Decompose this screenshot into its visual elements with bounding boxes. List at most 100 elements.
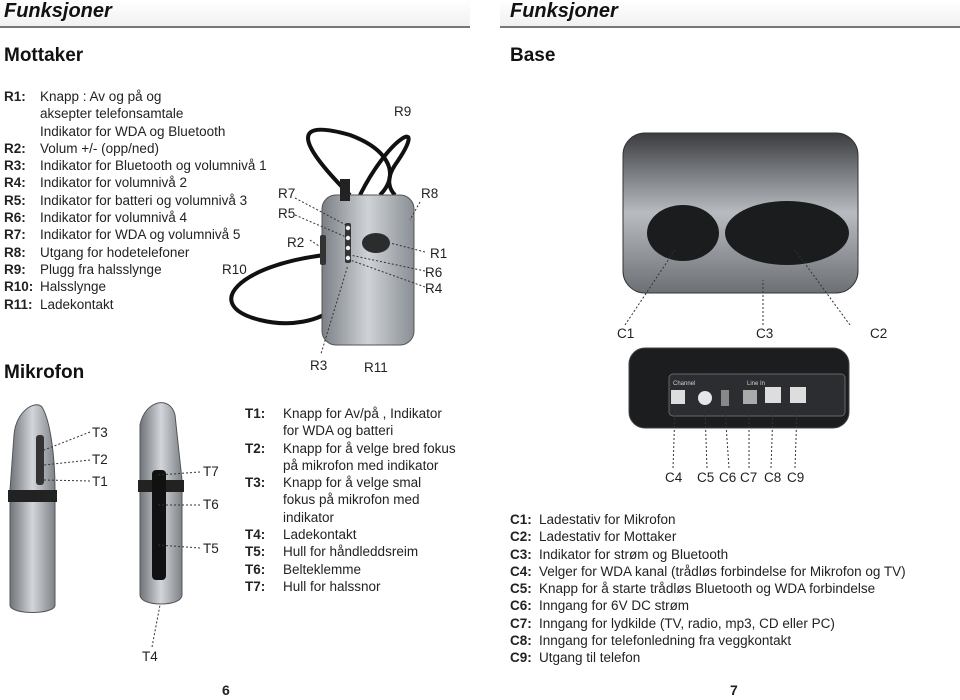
label-r4: R4 <box>425 281 443 296</box>
mic-section-title: Mikrofon <box>4 362 85 383</box>
label-t3: T3 <box>92 425 108 440</box>
list-item: C3: Indikator for strøm og Bluetooth <box>510 546 955 563</box>
label-r3: R3 <box>310 358 328 373</box>
list-item: T3:fokus på mikrofon med <box>245 491 475 508</box>
item-text: Inngang for telefonledning fra veggkonta… <box>539 633 792 649</box>
list-item: R7:Indikator for WDA og volumnivå 5 <box>4 226 294 243</box>
item-key: T4: <box>245 527 266 543</box>
item-key: C2: <box>510 529 532 545</box>
list-item: T5:Hull for håndleddsreim <box>245 543 475 560</box>
list-item: R2: Volum +/- (opp/ned) <box>4 140 294 157</box>
right-header-rule <box>500 26 960 28</box>
label-t2: T2 <box>92 452 108 467</box>
item-key: C9: <box>510 650 532 666</box>
item-key: R2: <box>4 140 26 156</box>
item-text: Indikator for volumnivå 4 <box>40 210 188 226</box>
list-item: R10:Halsslynge <box>4 278 294 295</box>
list-item: C9: Utgang til telefon <box>510 649 955 666</box>
item-text: Inngang for lydkilde (TV, radio, mp3, CD… <box>539 615 835 631</box>
list-item: C4: Velger for WDA kanal (trådløs forbind… <box>510 563 955 580</box>
label-r1: R1 <box>430 246 448 261</box>
line-in-panel-text: Line In <box>747 381 765 387</box>
label-t5: T5 <box>203 541 219 556</box>
item-text: Utgang til telefon <box>539 650 641 666</box>
item-key: C8: <box>510 633 532 649</box>
label-t1: T1 <box>92 474 108 489</box>
item-text: Plugg fra halsslynge <box>40 261 162 277</box>
list-item: R1:aksepter telefonsamtale <box>4 105 294 122</box>
label-c8: C8 <box>764 470 782 485</box>
item-text: aksepter telefonsamtale <box>40 106 184 122</box>
label-r11: R11 <box>364 360 388 375</box>
receiver-section-title: Mottaker <box>4 45 84 66</box>
item-text: Belteklemme <box>283 561 362 577</box>
item-key: R6: <box>4 210 26 226</box>
list-item: C1: Ladestativ for Mikrofon <box>510 511 955 528</box>
item-text: Halsslynge <box>40 279 107 295</box>
item-text: Indikator for volumnivå 2 <box>40 175 188 191</box>
item-key: C1: <box>510 512 532 527</box>
item-key: C3: <box>510 546 532 562</box>
list-item: T3: Knapp for å velge smal <box>245 474 475 491</box>
list-item: T4:Ladekontakt <box>245 526 475 543</box>
item-text: Velger for WDA kanal (trådløs forbindels… <box>539 563 906 579</box>
item-key: R1: <box>4 89 26 104</box>
item-text: Hull for håndleddsreim <box>283 544 419 560</box>
item-text: Knapp for å velge bred fokus <box>283 440 456 456</box>
label-t6: T6 <box>203 497 219 512</box>
item-key: T6: <box>245 561 266 577</box>
item-text: Ladestativ for Mottaker <box>539 529 677 545</box>
receiver-feature-list: R1:Knapp : Av og på ogR1:aksepter telefo… <box>4 88 294 313</box>
item-key: R9: <box>4 261 26 277</box>
label-c2: C2 <box>870 326 888 341</box>
item-text: Ladestativ for Mikrofon <box>539 512 676 527</box>
item-text: Ladekontakt <box>40 296 114 312</box>
right-page-title: Funksjoner <box>510 0 618 22</box>
item-text: Utgang for hodetelefoner <box>40 244 190 260</box>
label-t7: T7 <box>203 464 219 479</box>
item-text: på mikrofon med indikator <box>283 457 439 473</box>
label-c6: C6 <box>719 470 737 485</box>
item-text: fokus på mikrofon med <box>283 492 420 508</box>
label-r9: R9 <box>394 104 412 119</box>
item-key: R8: <box>4 244 26 260</box>
list-item: C5: Knapp for å starte trådløs Bluetooth … <box>510 580 955 597</box>
item-key: C6: <box>510 598 532 614</box>
list-item: T2:på mikrofon med indikator <box>245 457 475 474</box>
label-c9: C9 <box>787 470 805 485</box>
item-key: C5: <box>510 581 532 597</box>
label-r8: R8 <box>421 186 439 201</box>
list-item: R3:Indikator for Bluetooth og volumnivå … <box>4 157 294 174</box>
list-item: T6: Belteklemme <box>245 561 475 578</box>
item-key: T3: <box>245 475 266 491</box>
item-text: Indikator for WDA og Bluetooth <box>40 123 226 139</box>
list-item: R6: Indikator for volumnivå 4 <box>4 209 294 226</box>
channel-panel-text: Channel <box>673 381 695 387</box>
item-text: Knapp for å velge smal <box>283 475 422 491</box>
list-item: R5:Indikator for batteri og volumnivå 3 <box>4 192 294 209</box>
item-key: R5: <box>4 192 26 208</box>
list-item: T2:Knapp for å velge bred fokus <box>245 440 475 457</box>
list-item: T1:Knapp for Av/på , Indikator <box>245 405 475 422</box>
item-key: T1: <box>245 406 266 421</box>
label-c1: C1 <box>617 326 635 341</box>
item-text: indikator <box>283 509 335 525</box>
item-key: C4: <box>510 563 532 579</box>
list-item: R1:Knapp : Av og på og <box>4 88 294 105</box>
item-text: Indikator for strøm og Bluetooth <box>539 546 729 562</box>
item-text: Indikator for WDA og volumnivå 5 <box>40 227 241 243</box>
item-text: Volum +/- (opp/ned) <box>40 140 159 156</box>
label-r6: R6 <box>425 265 443 280</box>
list-item: T3:indikator <box>245 509 475 526</box>
label-c7: C7 <box>740 470 758 485</box>
list-item: T1:for WDA og batteri <box>245 422 475 439</box>
left-header-rule <box>0 26 470 28</box>
item-key: C7: <box>510 615 532 631</box>
label-c5: C5 <box>697 470 715 485</box>
base-back-illustration: Channel Line In <box>628 347 850 469</box>
item-text: Knapp for å starte trådløs Bluetooth og … <box>539 581 876 597</box>
label-r2: R2 <box>287 235 305 250</box>
item-key: R11: <box>4 296 33 312</box>
item-key: R3: <box>4 158 26 174</box>
